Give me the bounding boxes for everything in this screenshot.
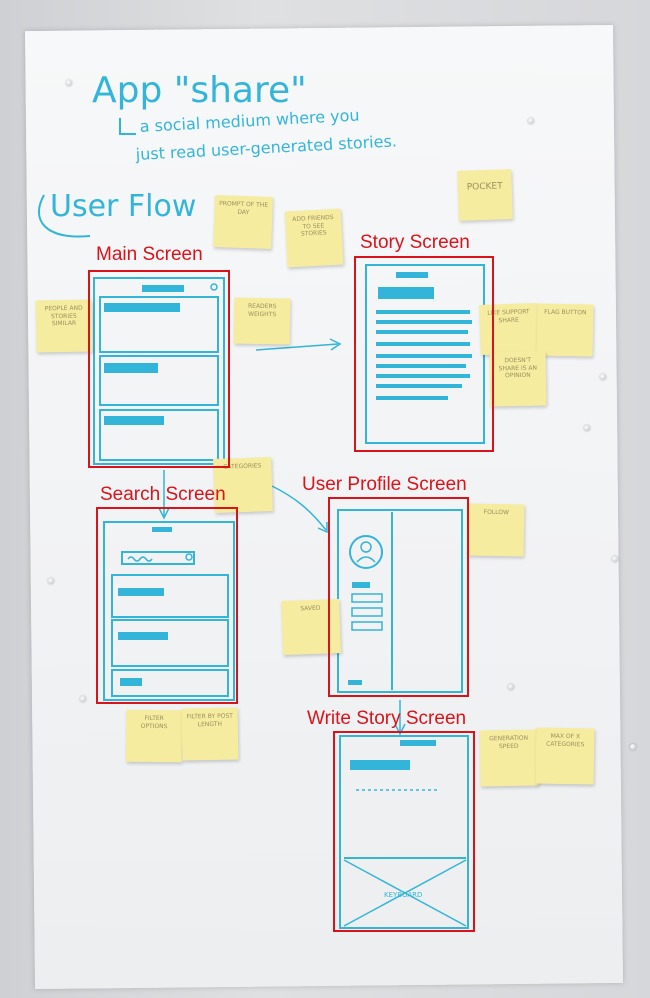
sticky-note: ADD FRIENDS TO SEE STORIES bbox=[284, 208, 344, 268]
sticky-note: FOLLOW bbox=[467, 503, 525, 557]
write-screen-wireframe: KEYBOARD bbox=[339, 735, 469, 929]
app-title: App "share" bbox=[92, 70, 307, 111]
push-pin bbox=[612, 556, 618, 562]
sticky-note: DOESN'T SHARE IS AN OPINION bbox=[489, 351, 547, 407]
push-pin bbox=[600, 374, 606, 380]
keyboard-label: KEYBOARD bbox=[384, 891, 422, 899]
write-screen-label: Write Story Screen bbox=[307, 708, 467, 729]
search-screen-box bbox=[96, 507, 238, 704]
subtitle-line-2: just read user-generated stories. bbox=[134, 131, 397, 164]
sticky-note: FILTER OPTIONS bbox=[125, 709, 183, 763]
push-pin bbox=[528, 118, 534, 124]
push-pin bbox=[630, 744, 636, 750]
search-screen-label: Search Screen bbox=[100, 484, 226, 505]
sticky-note: GENERATION SPEED bbox=[479, 729, 539, 787]
sticky-note: FLAG BUTTON bbox=[536, 303, 594, 357]
sticky-note: PEOPLE AND STORIES SIMILAR bbox=[35, 299, 93, 353]
push-pin bbox=[48, 578, 54, 584]
main-screen-box bbox=[88, 270, 230, 468]
push-pin bbox=[66, 80, 72, 86]
push-pin bbox=[584, 425, 590, 431]
flow-arrows bbox=[158, 338, 406, 736]
push-pin bbox=[80, 696, 86, 702]
story-screen-label: Story Screen bbox=[360, 232, 470, 253]
main-screen-label: Main Screen bbox=[96, 244, 203, 265]
sticky-note: MAX OF X CATEGORIES bbox=[535, 727, 595, 785]
profile-screen-box bbox=[328, 497, 469, 697]
push-pin bbox=[508, 684, 514, 690]
main-screen-wireframe bbox=[93, 277, 225, 465]
sticky-note: FILTER BY POST LENGTH bbox=[181, 707, 239, 761]
search-screen-wireframe bbox=[103, 521, 235, 701]
write-screen-box bbox=[333, 731, 475, 932]
story-screen-box bbox=[354, 256, 494, 452]
user-flow-label: User Flow bbox=[50, 189, 196, 224]
sticky-note: PROMPT OF THE DAY bbox=[213, 195, 273, 249]
profile-screen-label: User Profile Screen bbox=[302, 474, 467, 495]
sticky-note: READERS WEIGHTS bbox=[233, 297, 291, 345]
sticky-note: POCKET bbox=[457, 169, 513, 221]
